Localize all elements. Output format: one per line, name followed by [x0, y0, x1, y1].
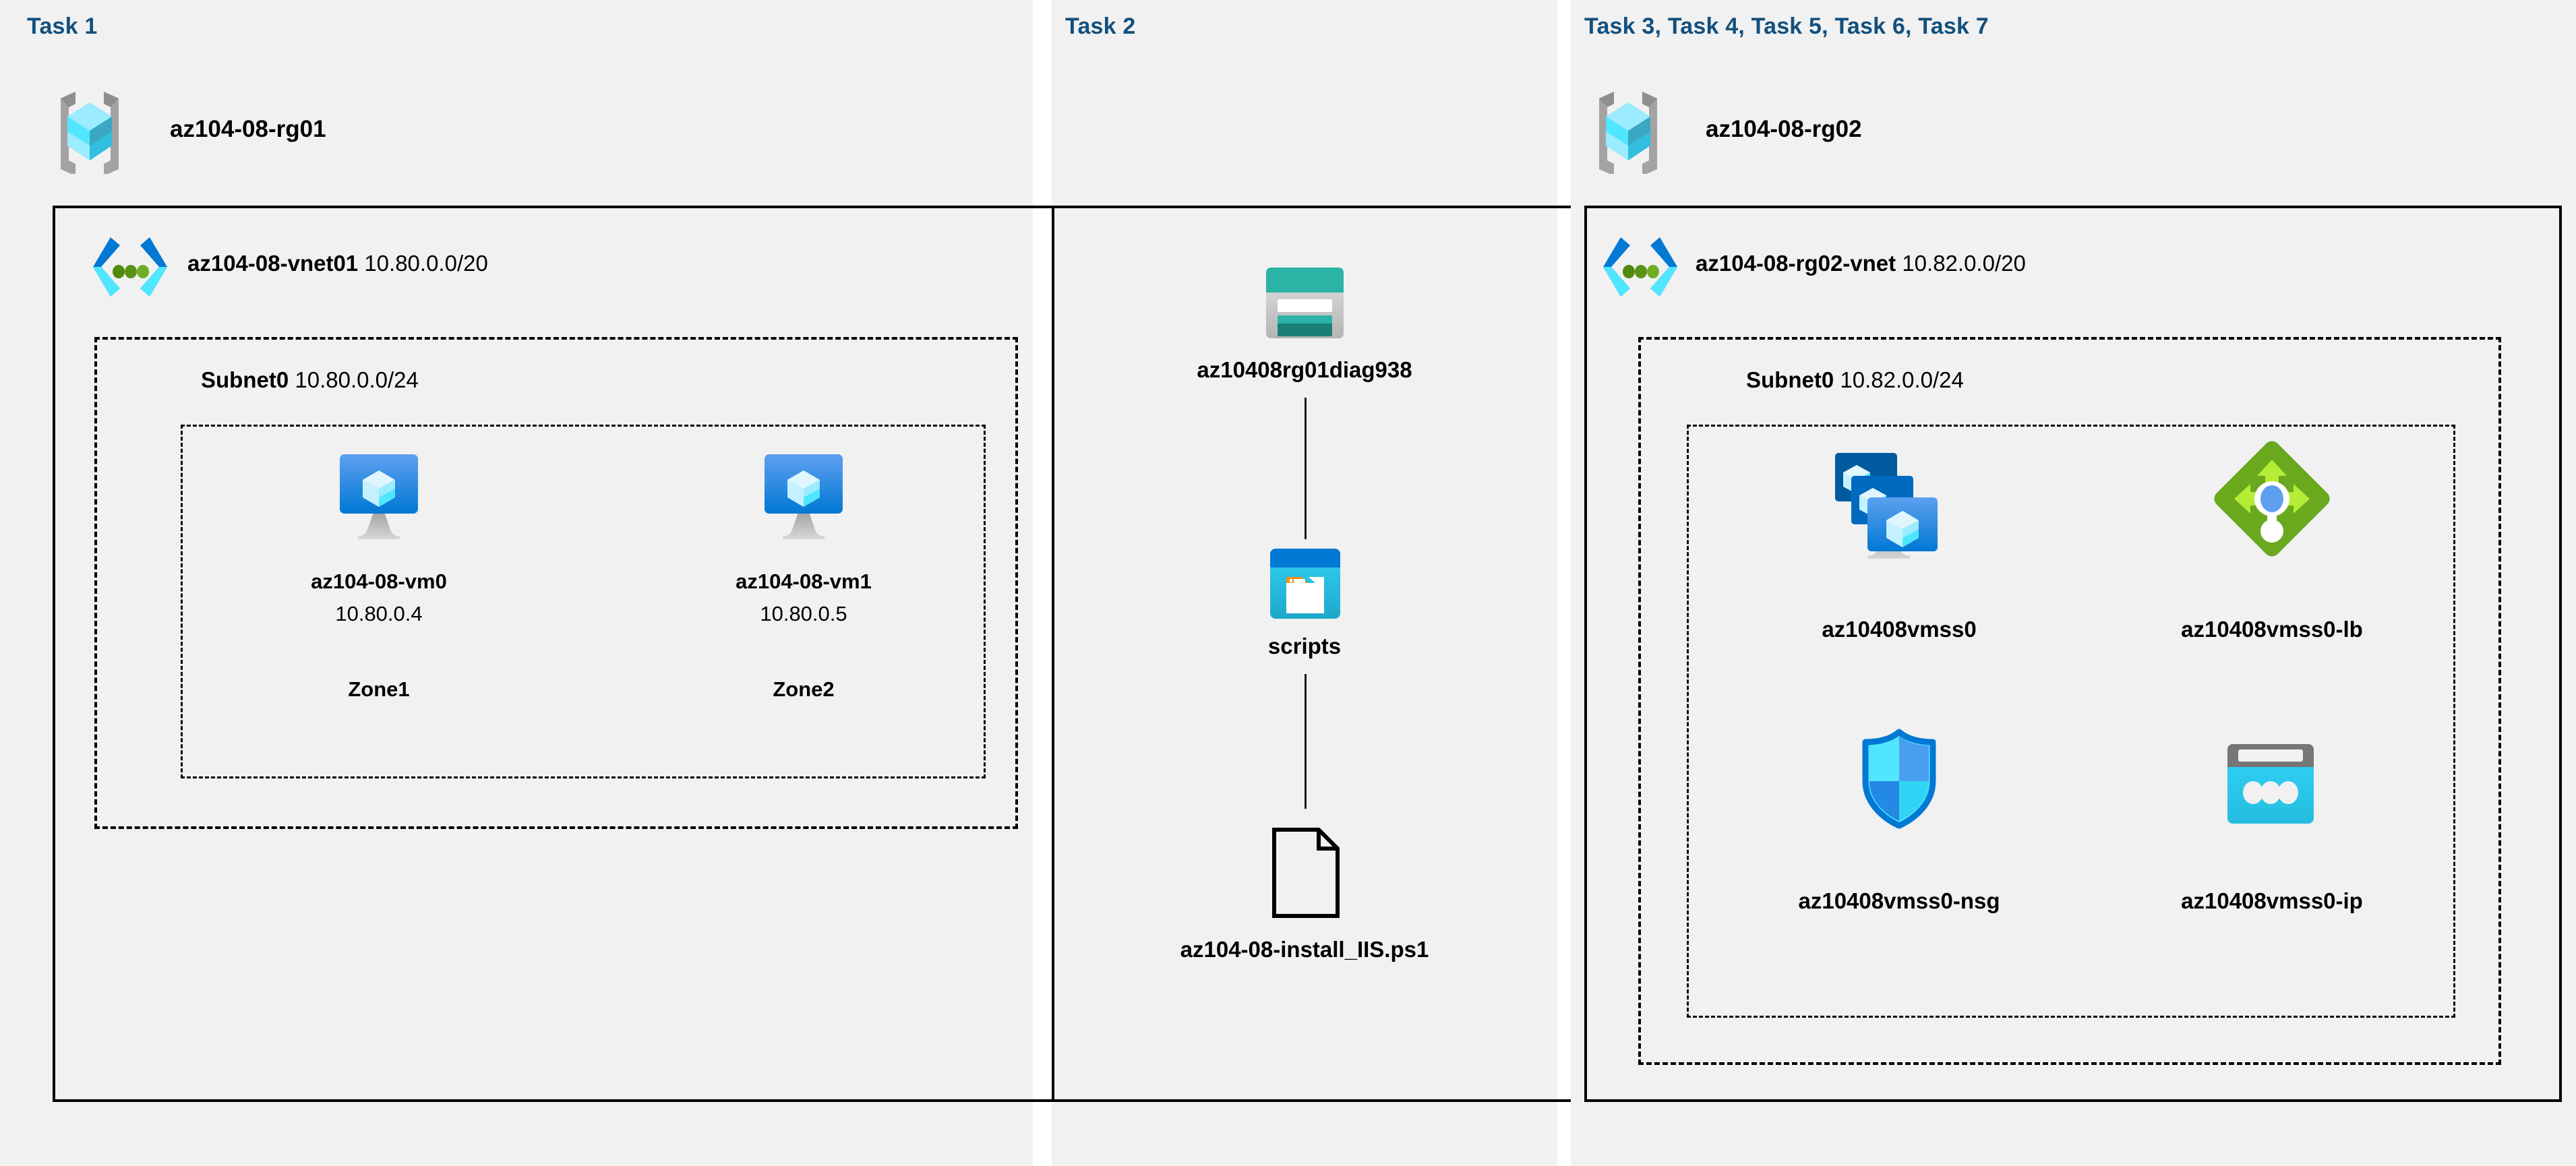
virtual-network-icon: [1603, 236, 1677, 298]
panel-task3: Task 3, Task 4, Task 5, Task 6, Task 7 a…: [1571, 0, 2576, 1166]
blob-container-label: scripts: [1267, 634, 1342, 658]
vm-scale-set-icon: [1834, 445, 1962, 559]
subnet-header-task1: Subnet0 10.80.0.0/24: [201, 367, 419, 393]
network-security-group-icon: [1855, 727, 1943, 831]
resource-group-icon: [1591, 86, 1665, 176]
blob-container-icon: [1267, 546, 1343, 621]
load-balancer-label: az10408vmss0-lb: [2181, 617, 2363, 642]
load-balancer-icon: [2211, 438, 2333, 559]
vm0-ip: 10.80.0.4: [335, 602, 423, 625]
vmss-label: az10408vmss0: [1822, 617, 1977, 642]
panel-task1: Task 1 az104-08-rg01: [0, 0, 1509, 1166]
vm1-name: az104-08-vm1: [736, 570, 872, 593]
vm0-zone: Zone1: [348, 677, 410, 701]
subnet-name: Subnet0: [201, 367, 289, 392]
resource-group-icon: [53, 86, 127, 176]
availability-zones-boundary: [181, 425, 986, 778]
connector-container-to-file: [1305, 674, 1307, 809]
subnet-boundary-task3: [1638, 337, 2501, 1065]
storage-account-icon: [1263, 264, 1347, 342]
subnet-cidr: 10.80.0.0/24: [295, 367, 419, 392]
public-ip-label: az10408vmss0-ip: [2181, 888, 2363, 913]
vmss-resources-boundary: [1687, 425, 2455, 1018]
file-label: az104-08-install_IIS.ps1: [1180, 937, 1429, 962]
nsg-label: az10408vmss0-nsg: [1798, 888, 2000, 913]
panel-task2: Task 2 az10408rg01diag938: [1052, 0, 1665, 1166]
resource-group-label: az104-08-rg01: [170, 116, 326, 142]
subnet-header-task3: Subnet0 10.82.0.0/24: [1746, 367, 1964, 393]
vnet-cidr: 10.82.0.0/20: [1902, 251, 2026, 276]
task1-heading: Task 1: [27, 13, 98, 39]
task2-heading: Task 2: [1065, 13, 1136, 39]
subnet-name: Subnet0: [1746, 367, 1834, 392]
resource-group-label: az104-08-rg02: [1706, 116, 1862, 142]
vnet-boundary-task3: [1584, 206, 2562, 1102]
task3-heading: Task 3, Task 4, Task 5, Task 6, Task 7: [1584, 13, 1989, 39]
vnet-cidr: 10.80.0.0/20: [364, 251, 488, 276]
file-icon: [1269, 826, 1343, 920]
vm0-name: az104-08-vm0: [311, 570, 447, 593]
vm1-ip: 10.80.0.5: [760, 602, 847, 625]
subnet-boundary-task1: [94, 337, 1018, 829]
storage-account-label: az10408rg01diag938: [1197, 357, 1412, 382]
virtual-machine-icon: [756, 450, 851, 543]
connector-storage-to-container: [1305, 398, 1307, 539]
vnet-name: az104-08-rg02-vnet: [1696, 251, 1896, 276]
vnet-header-task3: az104-08-rg02-vnet 10.82.0.0/20: [1696, 251, 2026, 276]
public-ip-address-icon: [2223, 740, 2318, 828]
virtual-machine-icon: [332, 450, 426, 543]
vnet-header-task1: az104-08-vnet01 10.80.0.0/20: [187, 251, 488, 276]
virtual-network-icon: [93, 236, 167, 298]
vnet-name: az104-08-vnet01: [187, 251, 359, 276]
vm1-zone: Zone2: [773, 677, 835, 701]
subnet-cidr: 10.82.0.0/24: [1840, 367, 1964, 392]
